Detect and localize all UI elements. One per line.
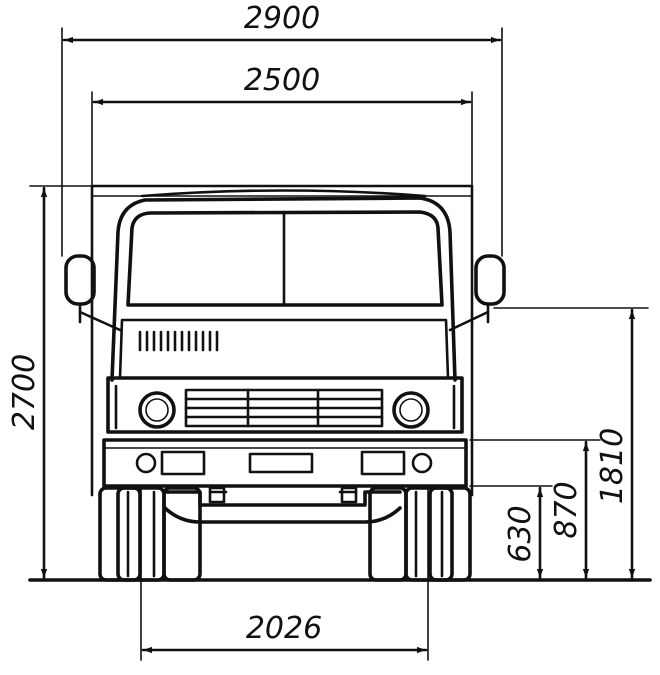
- dimension-frame-height: 630: [469, 485, 553, 580]
- dimension-body-width: 2500: [91, 63, 473, 187]
- right-wheels: [368, 486, 472, 582]
- dimension-overall-height: 2700: [7, 185, 93, 580]
- right-mirror: [448, 254, 506, 332]
- front-bumper: [102, 438, 468, 488]
- left-headlight: [138, 391, 176, 429]
- radiator-grille: [184, 388, 384, 428]
- license-plate: [248, 452, 314, 474]
- dimension-label-630: 630: [503, 505, 538, 562]
- dimension-bumper-height: 870: [469, 439, 601, 580]
- dimension-track-width: 2026: [140, 487, 429, 661]
- dimension-label-2500: 2500: [244, 63, 320, 98]
- windshield: [126, 210, 444, 307]
- right-headlight: [392, 391, 430, 429]
- dimension-label-2900: 2900: [244, 1, 320, 36]
- dimension-label-870: 870: [549, 481, 584, 538]
- front-fascia: [106, 376, 464, 434]
- left-mirror: [64, 254, 122, 332]
- cab: [110, 189, 457, 382]
- dimension-label-1810: 1810: [595, 428, 630, 504]
- dimension-overall-width: 2900: [61, 1, 503, 257]
- cab-vent-grille: [138, 330, 219, 352]
- dimension-mirror-height: 1810: [493, 307, 649, 580]
- dimension-label-2026: 2026: [246, 611, 322, 646]
- dimension-label-2700: 2700: [7, 354, 42, 430]
- left-wheels: [98, 486, 202, 582]
